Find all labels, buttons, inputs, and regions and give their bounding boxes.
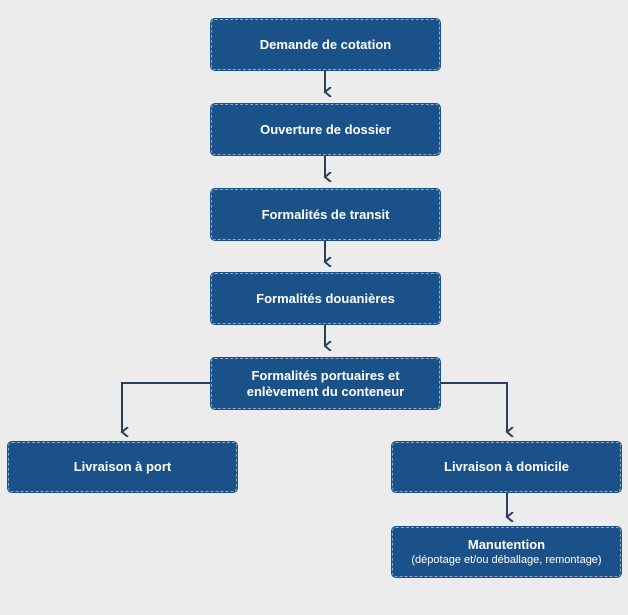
arrow-port-to-port-delivery (122, 382, 210, 432)
step-quote-request: Demande de cotation (211, 19, 440, 70)
step-home-delivery: Livraison à domicile (392, 442, 621, 492)
step-home-delivery-label: Livraison à domicile (444, 459, 569, 474)
step-customs-formalities: Formalités douanières (211, 273, 440, 324)
step-port-delivery: Livraison à port (8, 442, 237, 492)
step-customs-formalities-label: Formalités douanières (256, 290, 395, 306)
step-quote-request-label: Demande de cotation (259, 36, 392, 52)
step-port-formalities-label: Formalités portuaires et enlèvement du c… (246, 367, 405, 399)
step-port-formalities: Formalités portuaires et enlèvement du c… (211, 358, 440, 409)
step-transit-formalities: Formalités de transit (211, 189, 440, 240)
step-handling-detail: (dépotage et/ou déballage, remontage) (411, 554, 602, 566)
arrow-port-to-home-delivery (440, 382, 507, 432)
step-file-opening-label: Ouverture de dossier (260, 121, 391, 137)
step-handling: Manutention (dépotage et/ou déballage, r… (392, 527, 621, 577)
step-file-opening: Ouverture de dossier (211, 104, 440, 155)
step-handling-title: Manutention (467, 537, 546, 552)
step-port-delivery-label: Livraison à port (73, 459, 172, 474)
step-transit-formalities-label: Formalités de transit (261, 206, 390, 222)
